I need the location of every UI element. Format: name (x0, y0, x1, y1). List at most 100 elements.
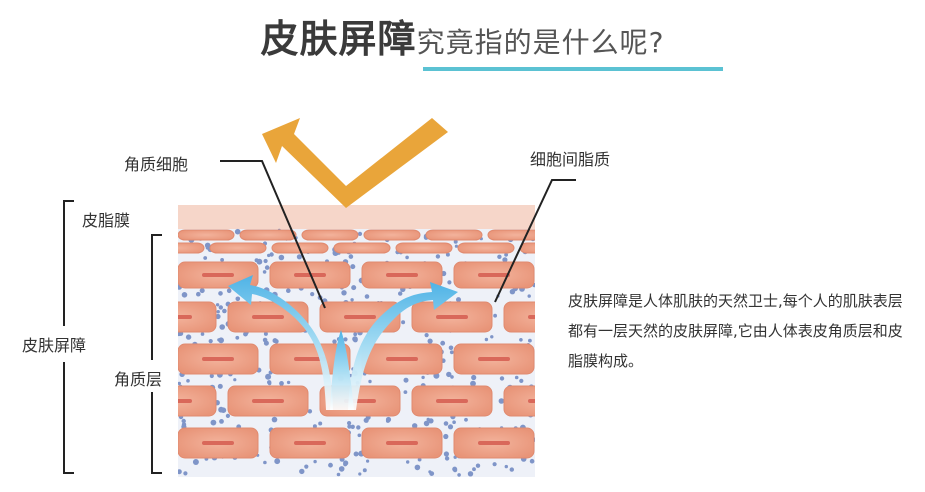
lipid-dot (328, 462, 333, 468)
lipid-dot (467, 471, 474, 477)
lipid-dot (453, 468, 458, 473)
lipid-dot (186, 379, 190, 383)
cell-nucleus (252, 315, 284, 319)
corneocyte-cell (178, 229, 235, 241)
cell-nucleus (478, 273, 510, 277)
lipid-dot (181, 418, 186, 424)
corneocyte-cell (519, 242, 535, 254)
lipid-dot (366, 459, 370, 463)
lipid-dot (225, 413, 230, 418)
lipid-dot (204, 242, 211, 249)
cell-nucleus (478, 357, 510, 361)
lipid-dot (421, 375, 425, 380)
lipid-dot (529, 458, 535, 464)
sebum-film-label: 皮脂膜 (82, 211, 131, 230)
lipid-dot (351, 285, 357, 291)
lipid-dot (350, 298, 354, 302)
lipid-dot (470, 380, 476, 387)
lipid-dot (216, 310, 220, 314)
lipid-dot (528, 338, 532, 343)
lipid-dot (233, 378, 237, 382)
intercellular-lipid-label: 细胞间脂质 (530, 150, 611, 169)
cell-nucleus (528, 315, 535, 319)
corneocyte-cell (239, 229, 297, 241)
lipid-dot (336, 472, 341, 477)
lipid-dot (332, 339, 337, 344)
lipid-dot (403, 377, 409, 383)
lipid-dot (348, 254, 354, 259)
page-title: 皮肤屏障究竟指的是什么呢? (0, 8, 925, 63)
lipid-dot (199, 288, 205, 294)
lipid-dot (263, 331, 268, 336)
lipid-dot (475, 463, 481, 468)
lipid-dot (443, 433, 449, 440)
lipid-dot (318, 421, 323, 426)
lipid-dot (341, 290, 347, 296)
lipid-dot (353, 451, 359, 457)
lipid-dot (424, 333, 429, 338)
lipid-dot (406, 460, 410, 464)
pointer-lines (220, 160, 576, 309)
lipid-dot (412, 423, 418, 429)
lipid-dot (405, 255, 409, 260)
lipid-dot (350, 424, 355, 429)
corneocyte-cell (425, 229, 483, 241)
cell-nucleus (202, 273, 234, 277)
lipid-dot (217, 383, 223, 389)
cell-nucleus (178, 399, 192, 403)
corneocyte-cell (395, 242, 453, 254)
lipid-dot (527, 294, 531, 298)
lipid-dot (215, 313, 221, 320)
lipid-dot (265, 373, 272, 380)
lipid-dot (453, 239, 458, 244)
skin-block (178, 205, 535, 477)
lipid-dot (498, 398, 505, 404)
lipid-dot (234, 228, 241, 235)
lipid-dot (210, 419, 217, 426)
lipid-dot (192, 459, 199, 465)
lipid-dot (307, 409, 313, 414)
lipid-dot (484, 337, 489, 342)
lipid-dot (209, 373, 214, 379)
lipid-dot (443, 451, 449, 457)
lipid-dot (443, 421, 449, 426)
lipid-dot (181, 292, 188, 298)
lipid-dot (514, 375, 519, 380)
lipid-dot (296, 254, 302, 260)
lipid-dot (347, 421, 352, 426)
title-underline (423, 67, 723, 71)
lipid-dot (278, 254, 285, 261)
lipid-dot (356, 425, 361, 430)
lipid-dot (519, 338, 523, 342)
corneocyte-pointer (220, 160, 326, 309)
lipid-dot (218, 291, 223, 296)
lipid-dot (263, 460, 267, 465)
lipid-dot (185, 334, 192, 340)
lipid-dot (217, 338, 221, 342)
lipid-dot (310, 292, 315, 297)
lipid-dot (299, 468, 305, 475)
corneocyte-cell (209, 242, 267, 254)
lipid-dot (414, 464, 421, 471)
lipid-dot (358, 472, 362, 476)
lipid-dot (428, 418, 434, 424)
title-main: 皮肤屏障 (260, 17, 417, 61)
lipid-dot (448, 345, 454, 351)
lipid-dot (208, 339, 213, 344)
lipid-dot (350, 264, 356, 270)
lipid-dot (362, 468, 367, 473)
lipid-dot (226, 288, 232, 294)
cell-nucleus (386, 273, 418, 277)
cell-nucleus (386, 441, 418, 445)
lipid-dot (472, 467, 476, 472)
corneocyte-cell (178, 242, 205, 254)
lipid-dot (499, 376, 505, 381)
lipid-dot (279, 381, 284, 386)
cell-nucleus (436, 315, 468, 319)
lipid-dot (269, 252, 274, 257)
lipid-dot (446, 371, 452, 378)
lipid-dot (471, 374, 477, 381)
lipid-dot (401, 320, 406, 325)
lipid-dot (447, 424, 454, 430)
lipid-dot (343, 337, 348, 342)
